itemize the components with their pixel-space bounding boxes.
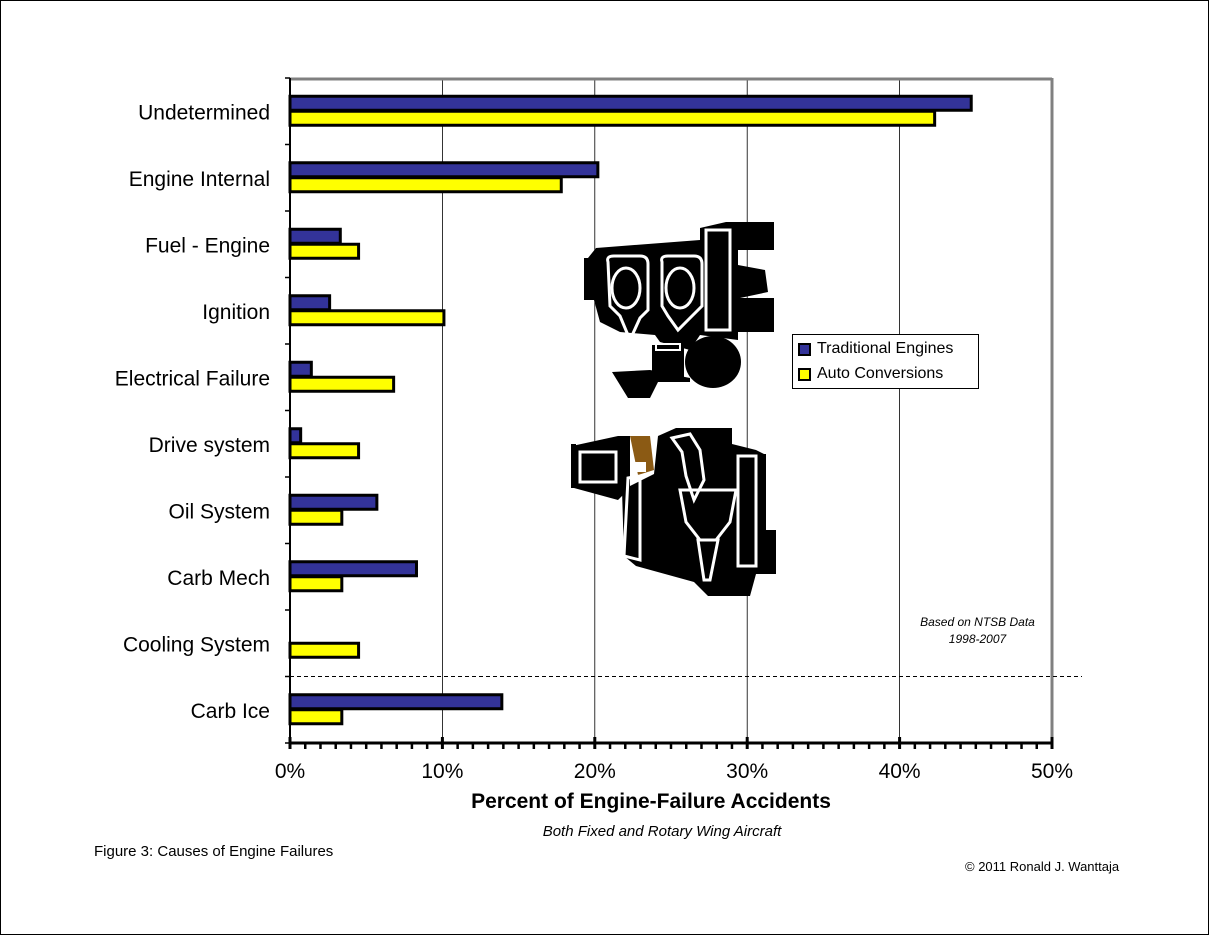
bar-auto [288, 442, 361, 460]
engine-silhouette-bottom [571, 428, 776, 596]
bar-auto [288, 708, 344, 726]
legend-item-traditional: Traditional Engines [798, 338, 953, 360]
category-label: Oil System [168, 500, 270, 523]
legend-item-auto: Auto Conversions [798, 363, 943, 385]
category-label: Electrical Failure [115, 367, 270, 390]
category-label: Carb Mech [167, 567, 270, 590]
x-tick-label: 20% [574, 760, 616, 783]
bar-traditional [288, 161, 600, 179]
category-label: Carb Ice [191, 700, 270, 723]
bar-auto [288, 176, 563, 194]
chart-subtitle: Both Fixed and Rotary Wing Aircraft [542, 823, 782, 840]
x-tick-label: 40% [879, 760, 921, 783]
x-tick-label: 50% [1031, 760, 1073, 783]
category-label: Drive system [149, 434, 270, 457]
category-label: Undetermined [138, 101, 270, 124]
legend: Traditional Engines Auto Conversions [792, 334, 979, 389]
data-source-note: Based on NTSB Data 1998-2007 [900, 614, 1055, 648]
bar-traditional [288, 360, 313, 378]
legend-label-traditional: Traditional Engines [817, 340, 954, 357]
bar-auto [288, 242, 361, 260]
bar-auto [288, 575, 344, 593]
bar-traditional [288, 94, 973, 112]
category-label: Fuel - Engine [145, 234, 270, 257]
bar-traditional [288, 294, 332, 312]
bar-traditional [288, 560, 418, 578]
x-tick-label: 0% [275, 760, 305, 783]
bar-traditional [288, 427, 303, 445]
engine-illustrations [571, 222, 776, 596]
category-label: Ignition [202, 301, 270, 324]
legend-swatch-traditional [798, 342, 811, 356]
bar-traditional [288, 227, 342, 245]
bar-auto [288, 508, 344, 526]
bar-auto [288, 309, 446, 327]
bar-auto [288, 375, 396, 393]
figure-caption: Figure 3: Causes of Engine Failures [94, 843, 334, 860]
bar-auto [288, 109, 937, 127]
bar-traditional [288, 493, 379, 511]
copyright-notice: © 2011 Ronald J. Wanttaja [965, 859, 1120, 874]
data-source-line-2: 1998-2007 [948, 632, 1007, 646]
category-label: Engine Internal [129, 168, 270, 191]
bar-traditional [288, 693, 504, 711]
legend-label-auto: Auto Conversions [817, 365, 944, 382]
x-axis-title: Percent of Engine-Failure Accidents [471, 790, 831, 813]
x-tick-label: 10% [421, 760, 463, 783]
data-source-line-1: Based on NTSB Data [920, 615, 1035, 629]
legend-swatch-auto [798, 367, 811, 381]
category-label: Cooling System [123, 633, 270, 656]
bar-auto [288, 641, 361, 659]
engine-silhouette-top [584, 222, 774, 398]
x-tick-label: 30% [726, 760, 768, 783]
